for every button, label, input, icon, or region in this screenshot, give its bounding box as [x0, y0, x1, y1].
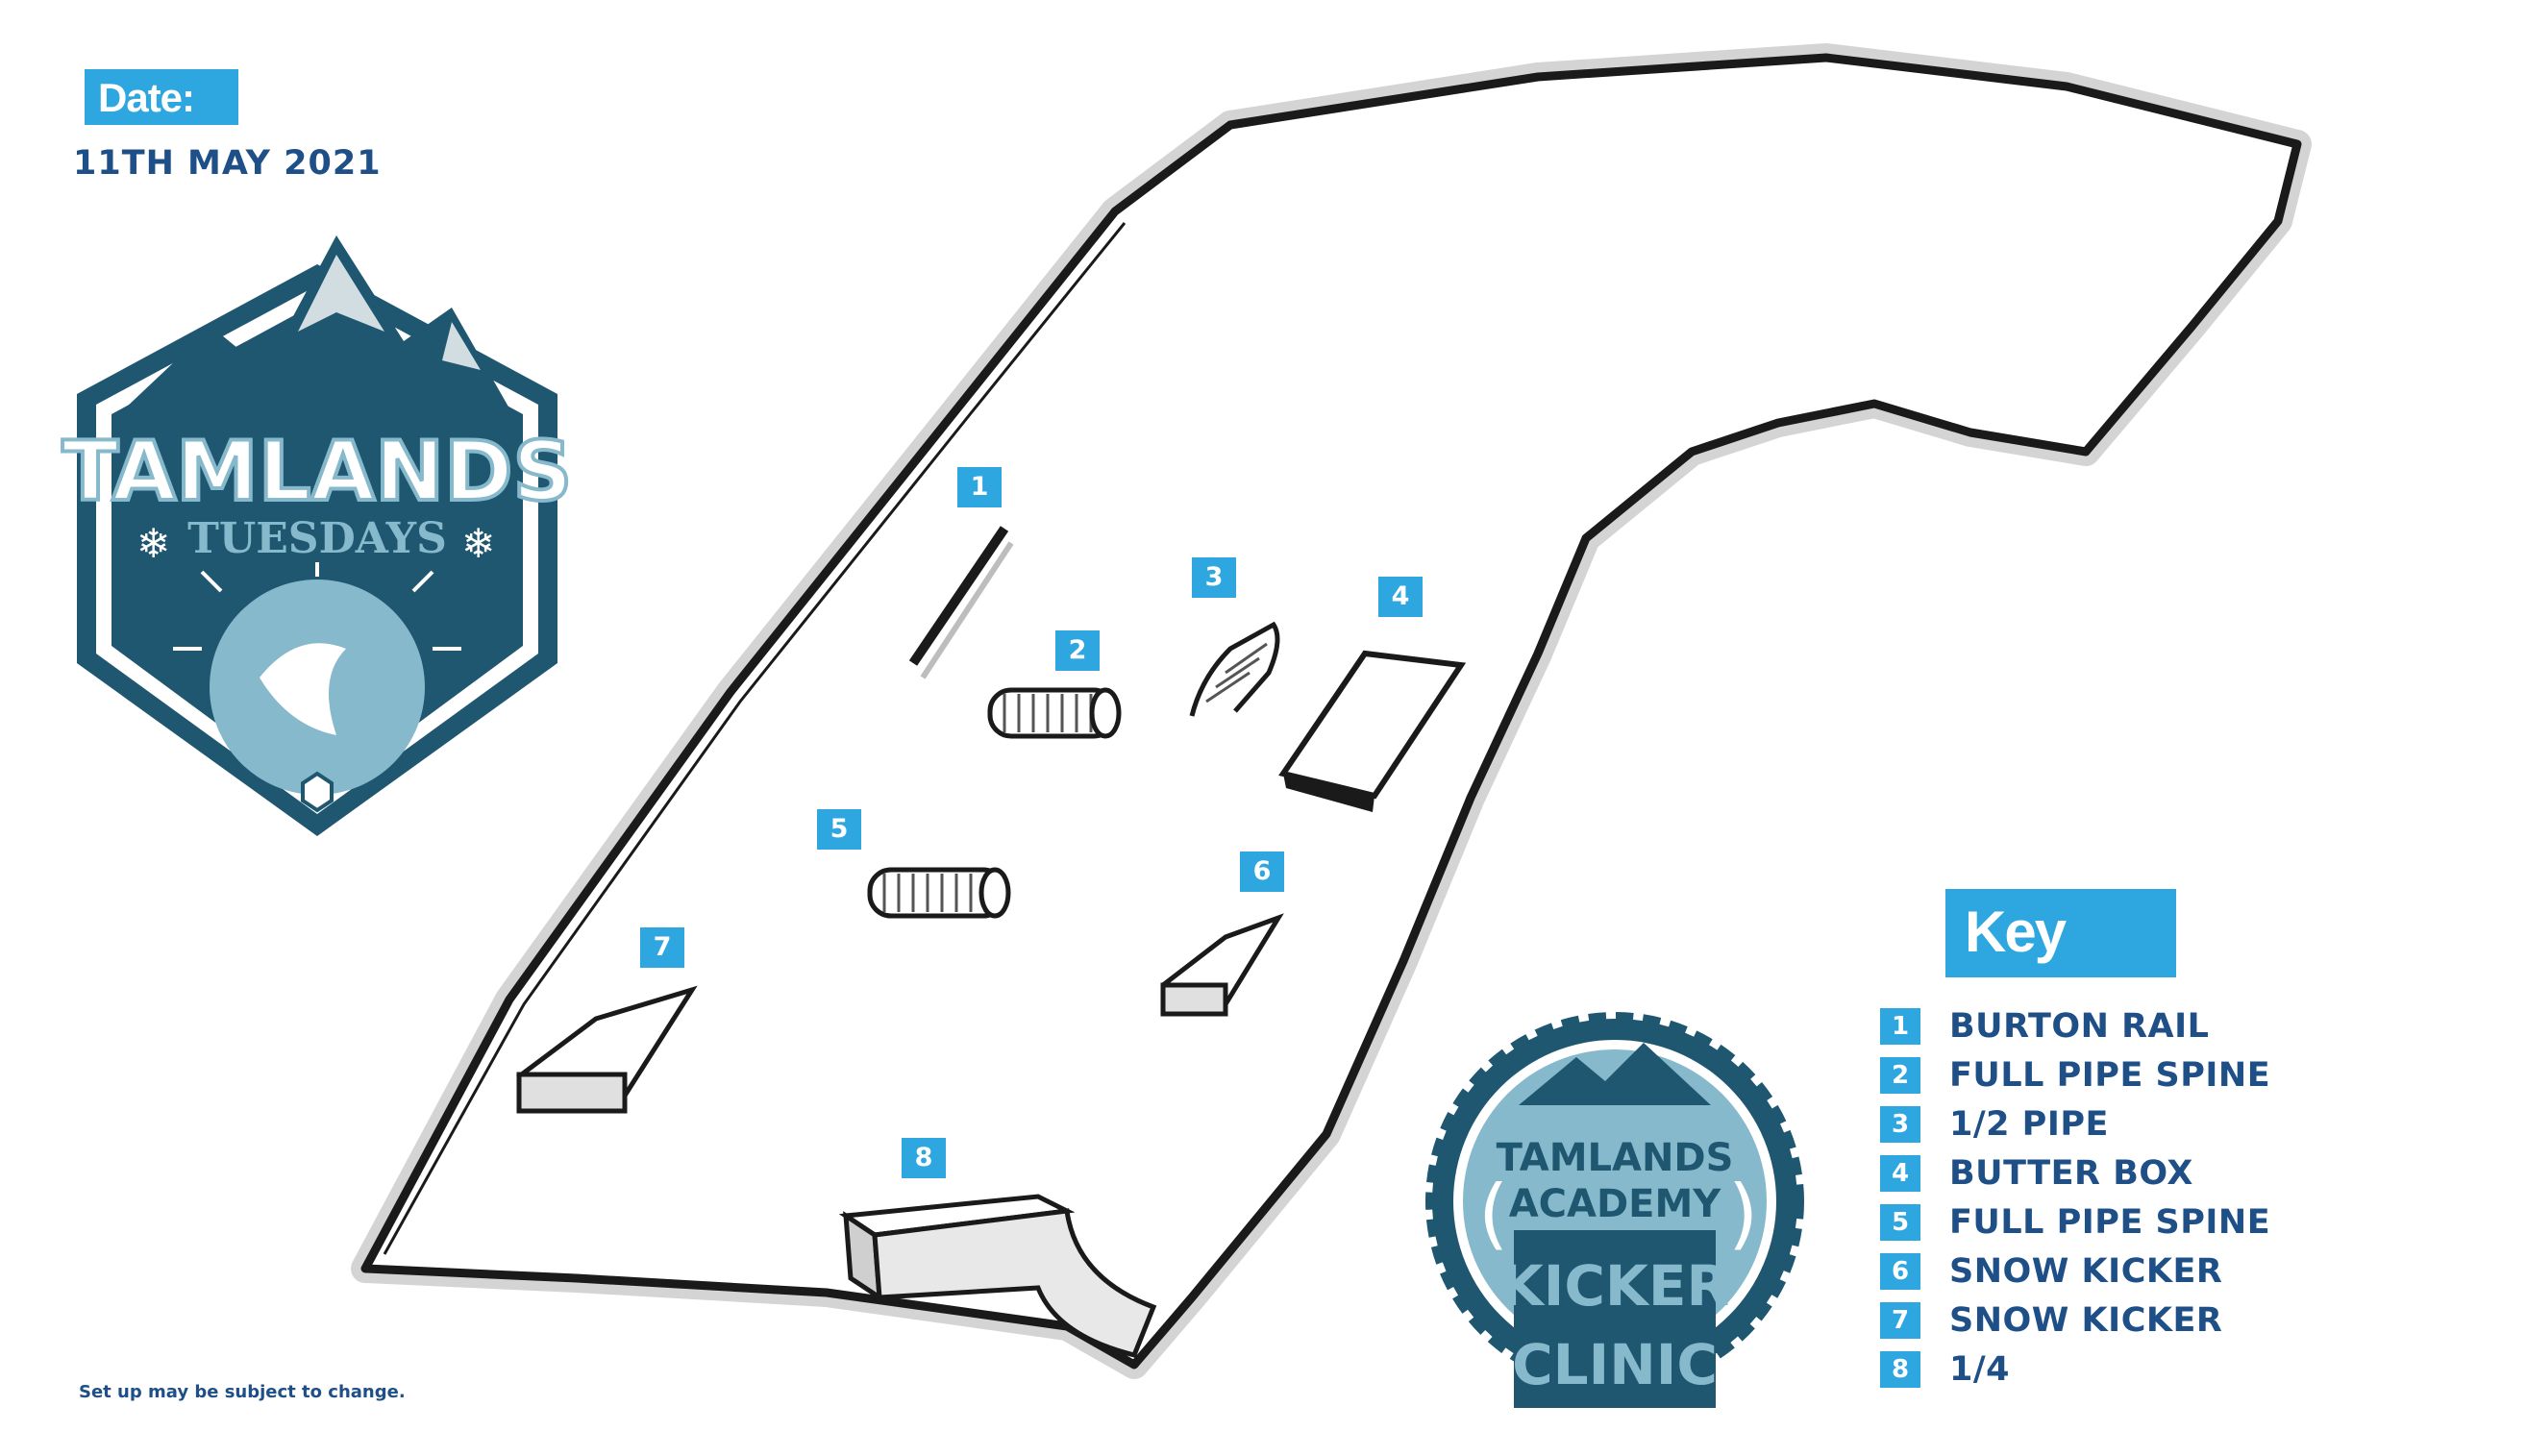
- feature-3-half-pipe: [1189, 621, 1280, 717]
- date-label-tag: Date:: [85, 69, 238, 125]
- mountain-icon: [1519, 1043, 1711, 1105]
- key-item: 6 SNOW KICKER: [1880, 1246, 2495, 1296]
- feature-5-pipe: [867, 867, 1011, 919]
- snowflake-icon: ❄: [461, 520, 495, 567]
- key-item: 4 BUTTER BOX: [1880, 1148, 2495, 1197]
- feature-8-quarter: [838, 1194, 1157, 1358]
- marker-5: 5: [817, 809, 861, 850]
- key-label: SNOW KICKER: [1949, 1300, 2223, 1340]
- marker-6: 6: [1240, 851, 1284, 892]
- marker-3: 3: [1192, 557, 1236, 598]
- key-number: 7: [1880, 1301, 1920, 1339]
- disclaimer-note: Set up may be subject to change.: [79, 1382, 406, 1402]
- slope-outline-inner: [383, 222, 1127, 1255]
- feature-7-kicker: [516, 985, 698, 1114]
- feature-4-box: [1278, 650, 1467, 812]
- key-item: 3 1/2 PIPE: [1880, 1099, 2495, 1148]
- sunburst-graphic: [173, 562, 461, 795]
- key-title: Key: [1965, 900, 2067, 964]
- key-number: 1: [1880, 1007, 1920, 1045]
- key-item: 5 FULL PIPE SPINE: [1880, 1197, 2495, 1246]
- date-value: 11TH MAY 2021: [73, 144, 382, 183]
- marker-8: 8: [902, 1138, 946, 1178]
- marker-1: 1: [957, 467, 1002, 507]
- tamlands-tuesdays-logo: TAMLANDS TUESDAYS ❄ ❄: [61, 235, 574, 836]
- logo-title: TAMLANDS: [62, 424, 573, 520]
- key-title-tag: Key: [1945, 889, 2176, 977]
- key-label: 1/4: [1949, 1349, 2010, 1389]
- key-label: 1/2 PIPE: [1949, 1104, 2109, 1144]
- kicker-clinic-badge: ( ) TAMLANDS ACADEMY KICKER CLINIC: [1425, 1012, 1804, 1408]
- laurel-icon: ): [1728, 1169, 1758, 1258]
- key-number: 5: [1880, 1203, 1920, 1241]
- laurel-icon: (: [1478, 1169, 1508, 1258]
- key-item: 8 1/4: [1880, 1345, 2495, 1394]
- key-number: 3: [1880, 1105, 1920, 1143]
- marker-2: 2: [1055, 630, 1100, 671]
- key-label: BUTTER BOX: [1949, 1153, 2193, 1193]
- marker-4: 4: [1378, 577, 1423, 617]
- key-number: 6: [1880, 1252, 1920, 1290]
- badge-line1: TAMLANDS: [1497, 1136, 1734, 1180]
- mountain-icon: [125, 235, 509, 408]
- badge-line2: ACADEMY: [1509, 1182, 1722, 1226]
- feature-6-kicker: [1160, 913, 1284, 1017]
- key-item: 1 BURTON RAIL: [1880, 1001, 2495, 1050]
- badge-line3: KICKER: [1500, 1253, 1729, 1319]
- feature-2-pipe: [987, 687, 1122, 739]
- key-label: SNOW KICKER: [1949, 1251, 2223, 1291]
- badge-line4: CLINIC: [1512, 1332, 1718, 1397]
- marker-7: 7: [640, 927, 684, 968]
- feature-1-rail: [908, 526, 1014, 679]
- logo-subtitle: TUESDAYS: [187, 514, 447, 563]
- date-label: Date:: [98, 75, 195, 120]
- key-label: FULL PIPE SPINE: [1949, 1202, 2271, 1242]
- key-label: BURTON RAIL: [1949, 1006, 2210, 1046]
- key-item: 2 FULL PIPE SPINE: [1880, 1050, 2495, 1099]
- key-number: 2: [1880, 1056, 1920, 1094]
- key-number: 4: [1880, 1154, 1920, 1192]
- key-label: FULL PIPE SPINE: [1949, 1055, 2271, 1095]
- snowflake-icon: ❄: [136, 520, 170, 567]
- key-number: 8: [1880, 1350, 1920, 1388]
- key-item: 7 SNOW KICKER: [1880, 1296, 2495, 1345]
